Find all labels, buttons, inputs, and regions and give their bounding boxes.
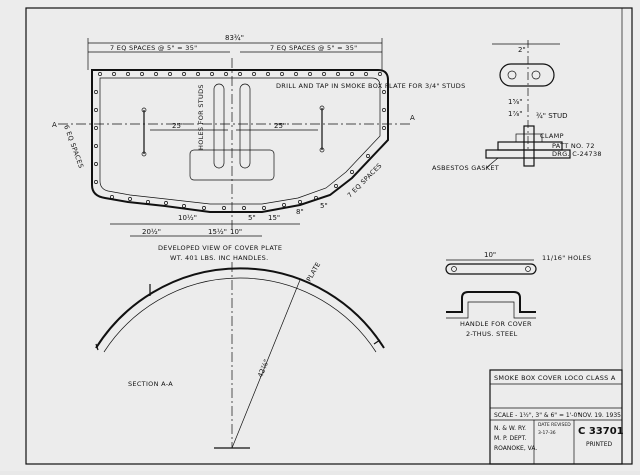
holes-for-studs-note: HOLES FOR STUDS <box>197 84 205 150</box>
title-block: SMOKE BOX COVER LOCO CLASS A SCALE - 1½"… <box>489 369 624 465</box>
stud-dim-1-7-8: 1⅞" <box>508 110 522 118</box>
plan-view-weight: WT. 401 LBS. INC HANDLES. <box>170 254 268 262</box>
section-radius: 42⅞" <box>256 358 271 379</box>
gasket-leader <box>485 157 499 169</box>
slot-left <box>213 83 225 169</box>
right-spacing-label: 7 EQ SPACES @ 5" = 35" <box>270 44 357 52</box>
handle-side-view <box>446 291 536 313</box>
stud-dim-3-4: ¾" STUD <box>536 112 567 120</box>
org-line-2: M. P. DEPT. <box>494 435 526 442</box>
section-label: SECTION A-A <box>128 380 173 388</box>
drawing-title: SMOKE BOX COVER LOCO CLASS A <box>494 374 616 382</box>
stud-dim-1-5-8: 1⅝" <box>508 98 522 106</box>
plan-view-title: DEVELOPED VIEW OF COVER PLATE <box>158 244 282 252</box>
stud-holes <box>94 72 386 210</box>
handle-right <box>319 105 325 153</box>
handle-holes: 11/16" HOLES <box>542 254 591 262</box>
drill-note: DRILL AND TAP IN SMOKE BOX PLATE FOR 3/4… <box>276 82 466 90</box>
handle-left <box>141 107 147 157</box>
handle-subtitle: 2-THUS. STEEL <box>466 330 518 338</box>
plan-view: 83¾" 7 EQ SPACES @ 5" = 35" 7 EQ SPACES … <box>52 34 466 262</box>
dim-25-right: 25" <box>274 122 286 130</box>
handle-title: HANDLE FOR COVER <box>460 320 532 328</box>
section-mark-right: A <box>410 114 415 122</box>
section-a-a: 42⅞" PLATE SECTION A-A <box>95 261 385 449</box>
stud-dim-2: 2" <box>518 46 526 54</box>
dim-5b: 5" <box>320 202 328 210</box>
org-line-3: ROANOKE, VA. <box>494 445 537 452</box>
date-revised-label: DATE REVISED <box>538 422 571 428</box>
date-revised-value: 3-17-36 <box>538 430 556 436</box>
drg-label: DRG. C-24738 <box>552 150 602 158</box>
sheet-border <box>25 7 633 465</box>
org-line-1: N. & W. RY. <box>494 425 526 432</box>
stud-detail: 2" 1⅝" 1⅞" ¾" STUD CLAMP PATT NO. 72 DRG… <box>432 40 602 172</box>
dim-25-left: 25" <box>172 122 184 130</box>
handle-top-view <box>445 263 537 275</box>
gasket-label: ASBESTOS GASKET <box>432 164 499 172</box>
clamp-label: CLAMP <box>540 132 564 140</box>
print-status: PRINTED <box>586 441 613 448</box>
handle-detail: 10" 11/16" HOLES HANDLE FOR COVER 2-THUS… <box>445 251 591 338</box>
drawing-scale: SCALE - 1½", 3" & 6" = 1'-0" <box>494 412 580 419</box>
dim-10-half: 10½" <box>178 214 197 222</box>
section-plate-note: PLATE <box>305 261 323 283</box>
section-arc-outer <box>95 267 385 349</box>
cover-plate-outline <box>91 69 389 213</box>
title-block-frame <box>489 369 623 465</box>
clamp-top-view <box>499 63 555 87</box>
section-mark-left: A <box>52 121 57 129</box>
left-side-spacing: 6 EQ SPACES <box>62 124 85 170</box>
patt-label: PATT NO. 72 <box>552 142 595 150</box>
radius-line <box>231 279 301 449</box>
left-spacing-label: 7 EQ SPACES @ 5" = 35" <box>110 44 197 52</box>
dim-10: 10" <box>230 228 242 236</box>
section-arc-inner <box>103 277 377 353</box>
dim-15: 15" <box>268 214 280 222</box>
stud-side-view <box>523 125 535 167</box>
dim-20-half: 20½" <box>142 228 161 236</box>
drawing-date: NOV. 19. 1935 <box>578 412 621 419</box>
drawing-number: C 33701 <box>578 426 624 437</box>
dim-8: 8" <box>296 208 304 216</box>
right-side-spacing: 7 EQ SPACES <box>346 162 384 200</box>
overall-width-dim: 83¾" <box>225 34 244 42</box>
dim-15-half: 15½" <box>208 228 227 236</box>
dim-5: 5" <box>248 214 256 222</box>
slot-right <box>239 83 251 169</box>
clamp-side-view <box>515 133 543 143</box>
cover-plate-inner-outline <box>99 77 381 205</box>
handle-length: 10" <box>484 251 496 259</box>
